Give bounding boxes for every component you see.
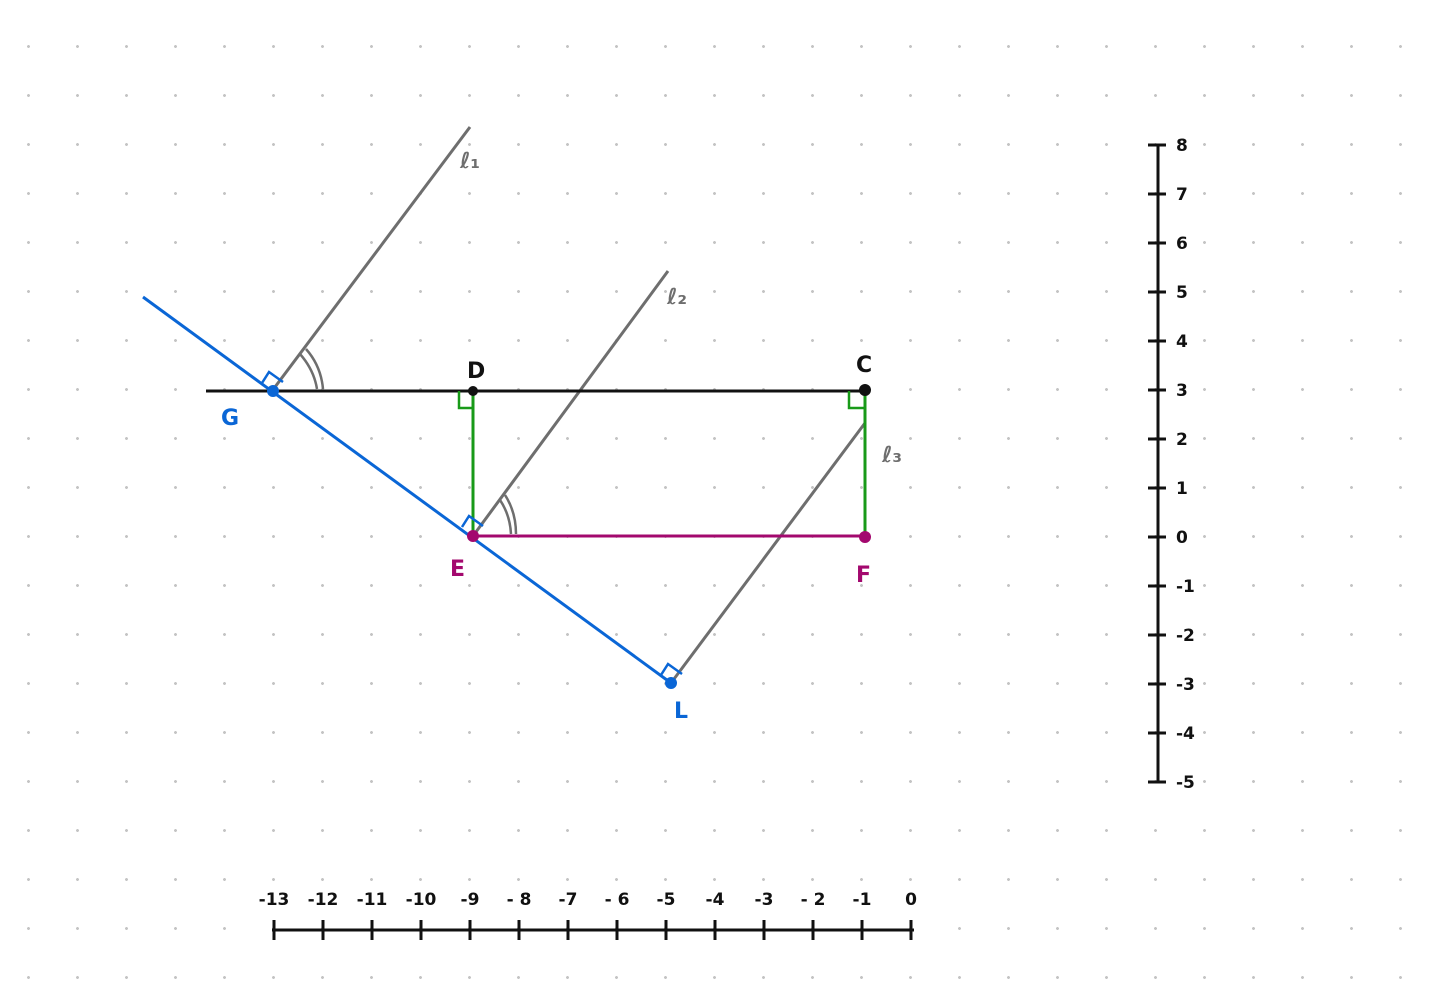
x-tick-label: 0 — [905, 890, 917, 910]
x-tick-label: -13 — [259, 890, 290, 910]
y-tick-label: 3 — [1176, 381, 1188, 401]
right-angle-mark-e — [460, 514, 484, 528]
x-tick-label: - 2 — [801, 890, 826, 910]
angle-arc-e-outer — [503, 494, 518, 535]
x-tick-label: -11 — [357, 890, 388, 910]
y-tick-label: -1 — [1176, 577, 1195, 597]
x-tick-label: -3 — [755, 890, 774, 910]
x-tick-label: -12 — [308, 890, 339, 910]
y-tick-label: 6 — [1176, 234, 1188, 254]
label-c: C — [856, 353, 872, 378]
label-l2: ℓ₂ — [666, 285, 687, 310]
y-tick-label: 5 — [1176, 283, 1188, 303]
line-l3 — [669, 422, 867, 684]
label-l: L — [674, 699, 688, 724]
y-tick-label: 0 — [1176, 528, 1188, 548]
x-tick-label: - 6 — [605, 890, 630, 910]
x-tick-label: -7 — [559, 890, 578, 910]
label-f: F — [856, 563, 871, 588]
transversal-line — [142, 295, 672, 685]
point-d — [468, 386, 478, 396]
x-tick-label: -4 — [706, 890, 725, 910]
label-d: D — [467, 359, 485, 384]
right-angle-mark-g — [260, 370, 284, 384]
y-tick-label: 4 — [1176, 332, 1188, 352]
right-angle-mark-l — [659, 662, 683, 676]
x-tick-label: -1 — [853, 890, 872, 910]
y-tick-label: -5 — [1176, 773, 1195, 793]
point-f — [859, 531, 871, 543]
line-l1 — [270, 126, 472, 392]
label-e: E — [450, 557, 465, 582]
point-c — [859, 384, 871, 396]
y-tick-label: -4 — [1176, 724, 1195, 744]
right-angle-mark-c — [847, 391, 865, 410]
x-tick-label: - 8 — [507, 890, 532, 910]
x-tick-label: -10 — [406, 890, 437, 910]
y-tick-label: -3 — [1176, 675, 1195, 695]
y-tick-label: 8 — [1176, 136, 1188, 156]
x-tick-label: -9 — [461, 890, 480, 910]
y-tick-label: 1 — [1176, 479, 1188, 499]
y-tick-label: -2 — [1176, 626, 1195, 646]
point-g — [267, 385, 279, 397]
angle-arc-e-inner — [498, 499, 513, 535]
angle-arc-g-outer — [305, 348, 325, 390]
y-number-line: 8 7 6 5 4 3 2 1 0 -1 -2 -3 -4 -5 — [1148, 136, 1195, 793]
label-l1: ℓ₁ — [459, 149, 480, 174]
point-e — [467, 530, 479, 542]
angle-arc-g-inner — [299, 353, 319, 390]
x-tick-label: -5 — [657, 890, 676, 910]
label-l3: ℓ₃ — [881, 443, 902, 468]
y-tick-label: 2 — [1176, 430, 1188, 450]
line-l2 — [471, 270, 670, 537]
point-l — [665, 677, 677, 689]
y-tick-label: 7 — [1176, 185, 1188, 205]
label-g: G — [221, 406, 239, 431]
right-angle-mark-d — [457, 391, 473, 410]
